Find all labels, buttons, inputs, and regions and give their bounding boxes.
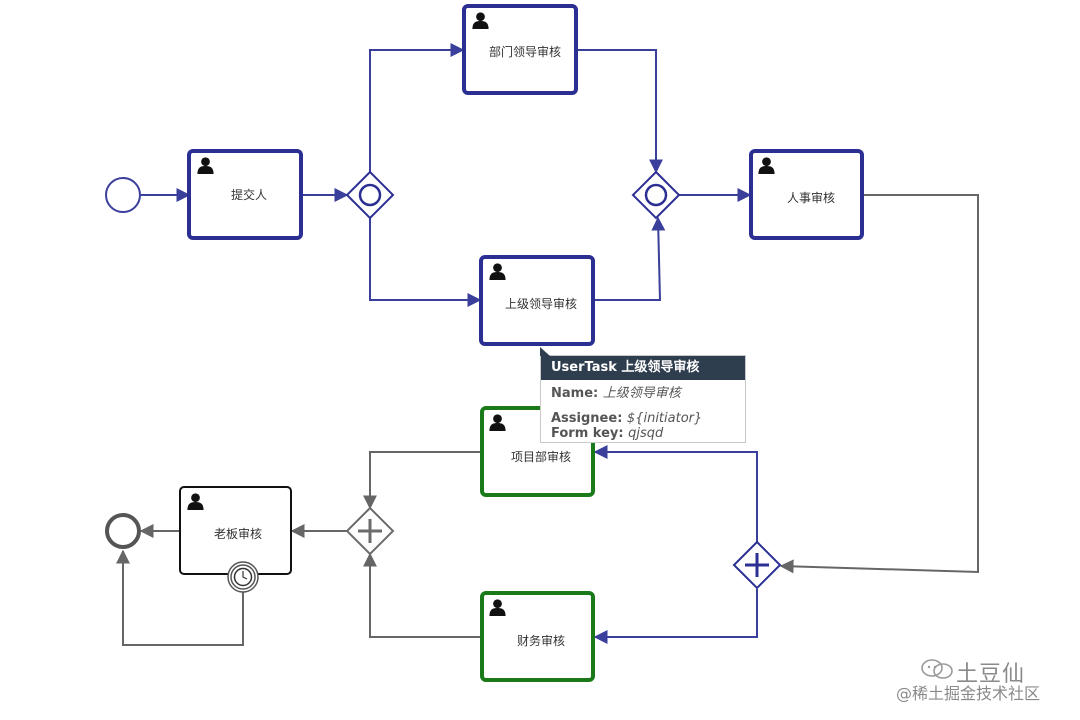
task-finance[interactable]: 财务审核 <box>480 591 595 682</box>
task-label: 财务审核 <box>517 633 565 648</box>
task-submit[interactable]: 提交人 <box>187 149 303 240</box>
flow-project-dept-to-join[interactable] <box>363 451 481 510</box>
plus-icon <box>745 553 769 577</box>
flow-timer-to-end[interactable] <box>116 549 244 646</box>
flow-split-to-finance[interactable] <box>593 589 758 644</box>
tooltip-value: ${initiator} <box>626 411 703 426</box>
tooltip-row-assignee: Assignee: ${initiator} <box>551 411 703 426</box>
flow-finance-to-join[interactable] <box>363 552 481 638</box>
inclusive-gateway-marker-icon <box>644 183 668 207</box>
task-dept-leader[interactable]: 部门领导审核 <box>462 4 578 95</box>
task-label: 部门领导审核 <box>489 44 561 59</box>
watermark-community: @稀土掘金技术社区 <box>896 684 1041 703</box>
parallel-gateway-join[interactable] <box>345 506 395 556</box>
flow-split-to-project-dept[interactable] <box>593 445 758 542</box>
task-label: 老板审核 <box>214 526 262 541</box>
tooltip-row-name: Name: 上级领导审核 <box>551 386 681 401</box>
inclusive-gateway-marker-icon <box>358 183 382 207</box>
task-boss[interactable]: 老板审核 <box>179 486 292 575</box>
tooltip-row-form-key: Form key: qjsqd <box>551 426 664 441</box>
flow-gateway-to-dept-leader[interactable] <box>369 43 465 172</box>
tooltip-key: Name <box>551 386 594 401</box>
flow-hr-to-parallel-split[interactable] <box>779 194 979 574</box>
plus-icon <box>358 519 382 543</box>
task-label: 人事审核 <box>787 190 835 205</box>
task-label: 提交人 <box>231 187 267 202</box>
flow-gateway-to-superior-leader[interactable] <box>369 218 482 307</box>
watermark-author: 土豆仙 <box>956 662 1026 687</box>
start-event[interactable] <box>105 177 141 213</box>
tooltip-pointer <box>540 347 550 356</box>
timer-icon <box>233 567 253 587</box>
task-label: 上级领导审核 <box>505 296 577 311</box>
sequence-flows <box>116 43 979 646</box>
task-superior-leader[interactable]: 上级领导审核 <box>479 255 595 346</box>
tooltip-header: UserTask 上级领导审核 <box>541 356 745 380</box>
element-tooltip: UserTask 上级领导审核 Name: 上级领导审核 Assignee: $… <box>540 347 746 443</box>
tooltip-key: Assignee <box>551 411 618 426</box>
task-hr[interactable]: 人事审核 <box>749 149 864 240</box>
chat-bubble-icon <box>921 659 953 679</box>
timer-boundary-event[interactable] <box>227 561 259 593</box>
end-event[interactable] <box>105 513 141 549</box>
tooltip-value: 上级领导审核 <box>602 386 681 401</box>
flow-dept-leader-to-join[interactable] <box>577 49 663 174</box>
task-label: 项目部审核 <box>511 449 571 464</box>
tooltip-key: Form key <box>551 426 619 441</box>
inclusive-gateway-split[interactable] <box>345 170 395 220</box>
tooltip-value: qjsqd <box>628 426 664 441</box>
watermark: 土豆仙 @稀土掘金技术社区 <box>896 650 1076 710</box>
inclusive-gateway-join[interactable] <box>631 170 681 220</box>
flow-superior-leader-to-join[interactable] <box>593 216 666 301</box>
parallel-gateway-split[interactable] <box>732 540 782 590</box>
